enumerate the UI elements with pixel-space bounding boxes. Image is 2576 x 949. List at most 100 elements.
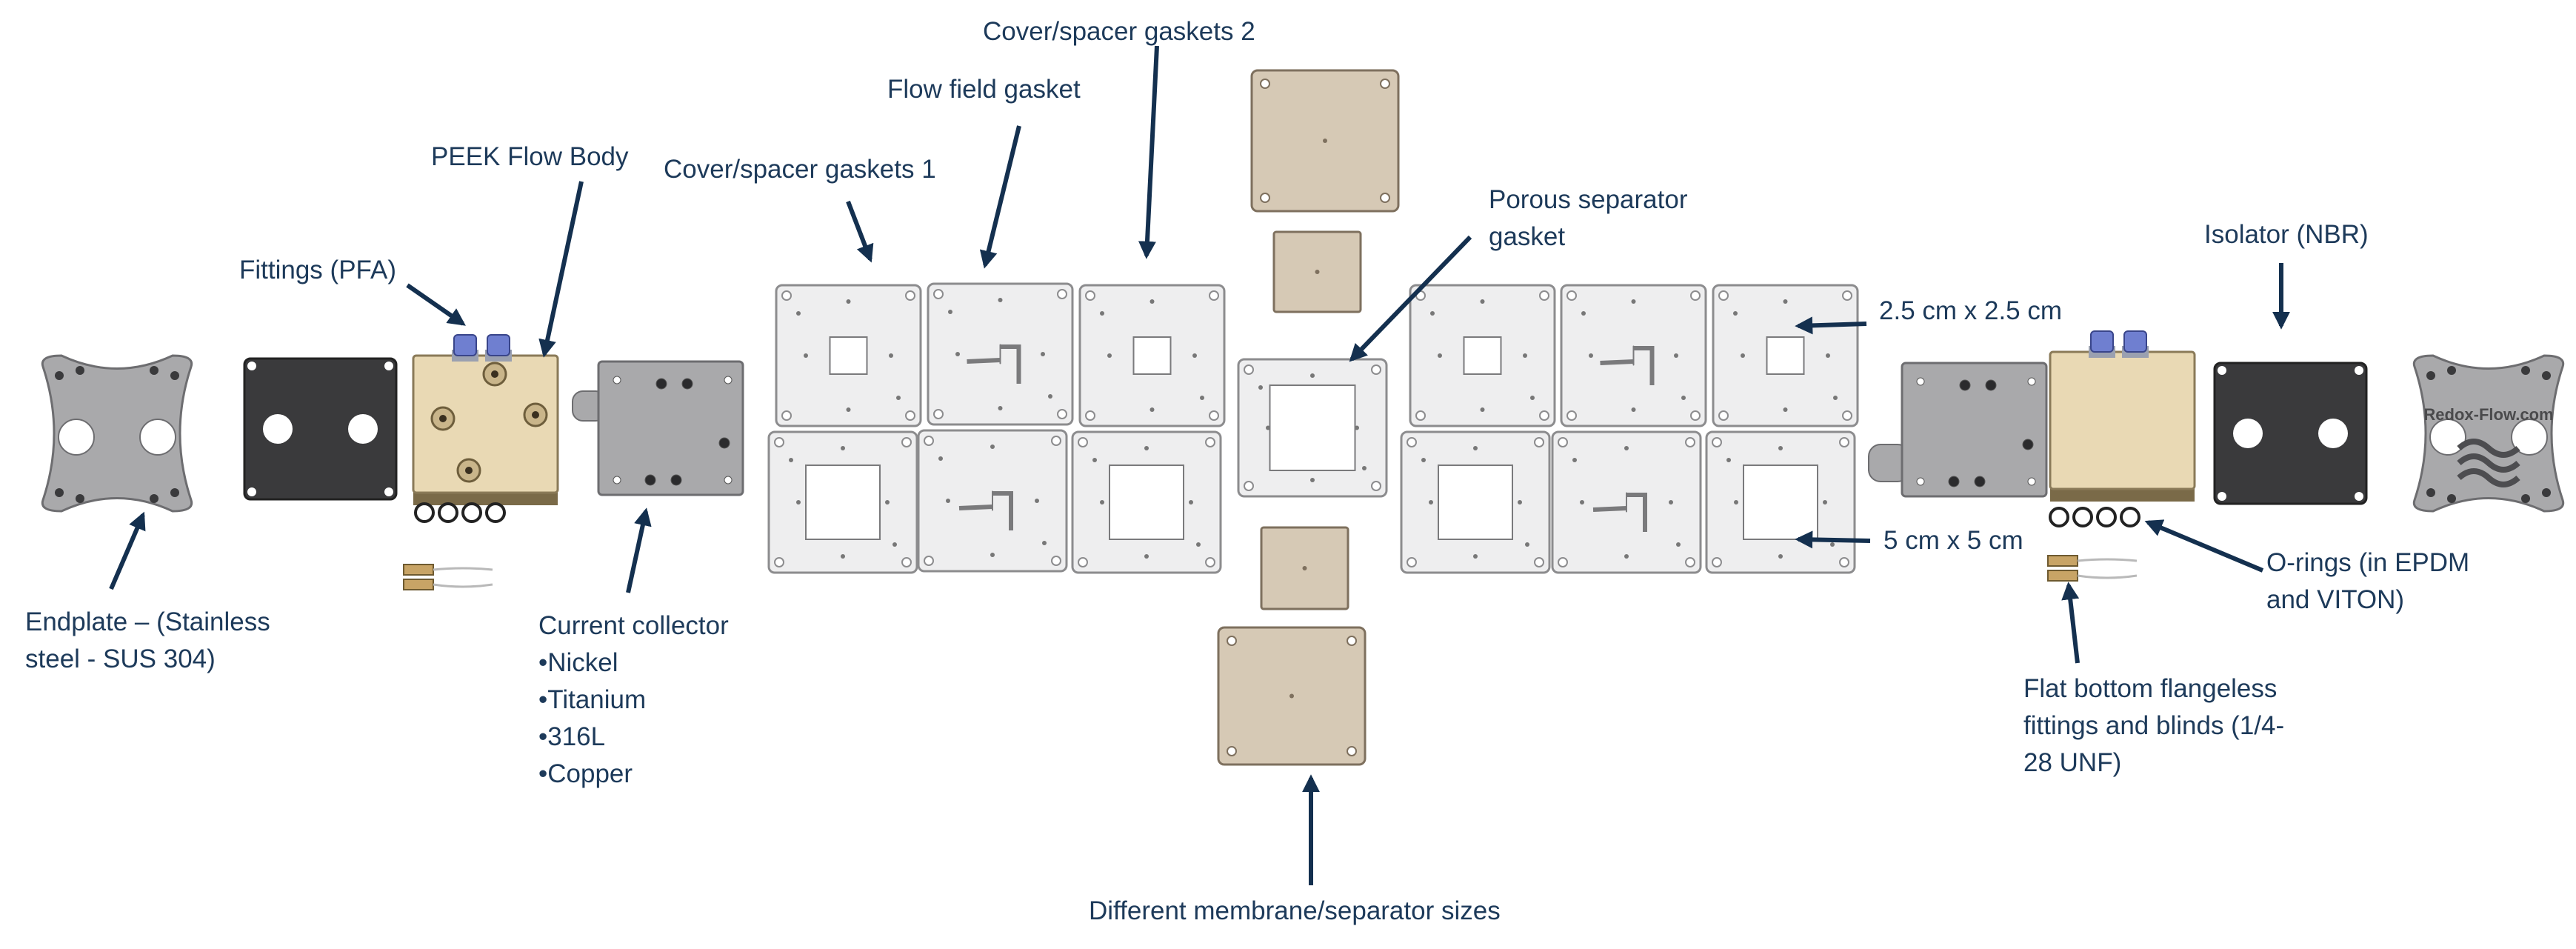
gasket-window (829, 336, 868, 375)
label-line: •Copper (538, 759, 633, 788)
peek-flow-body-icon (2049, 330, 2196, 502)
pin-hole-icon (1100, 500, 1104, 505)
hole-icon (901, 557, 912, 567)
label-line: Different membrane/separator sizes (1089, 896, 1501, 925)
pin-hole-icon (1144, 554, 1149, 559)
arrow-icon (2144, 519, 2264, 573)
hole-icon (247, 362, 256, 370)
hole-icon (1209, 290, 1219, 301)
pin-hole-icon (1624, 554, 1629, 559)
port-center (439, 415, 447, 422)
collector-hole-icon (1916, 377, 1925, 386)
pin-hole-icon (990, 444, 995, 449)
o-ring-icon (414, 502, 506, 523)
label-line: PEEK Flow Body (431, 142, 629, 171)
pin-hole-icon (841, 446, 845, 450)
label-line: Fittings (PFA) (239, 256, 396, 284)
label-line: Cover/spacer gaskets 2 (983, 17, 1255, 46)
pin-hole-icon (998, 298, 1003, 302)
bolt-hole-icon (76, 366, 84, 375)
o-ring-icon (2120, 507, 2140, 527)
fitting-icon (453, 334, 477, 356)
label-line: 2.5 cm x 2.5 cm (1879, 296, 2063, 325)
gasket-window (1463, 336, 1502, 375)
hole-icon (2355, 366, 2363, 375)
port-hole-icon (2429, 419, 2466, 456)
pin-hole-icon (841, 554, 845, 559)
bolt-hole-icon (2521, 366, 2530, 375)
channel (1000, 344, 1021, 384)
hole-icon (1347, 746, 1357, 756)
gasket-icon (1071, 430, 1222, 574)
pin-hole-icon (946, 499, 950, 503)
port-center (532, 411, 539, 419)
channel (967, 358, 1001, 364)
label-line: Current collector (538, 611, 729, 640)
flow-field-gasket-icon (917, 429, 1068, 573)
pin-hole-icon (948, 310, 952, 314)
o-ring-icon (2096, 507, 2117, 527)
o-ring-icon (2049, 507, 2140, 527)
label-peek-flow-body: PEEK Flow Body (431, 139, 629, 176)
label-line: 28 UNF) (2023, 748, 2122, 777)
pin-hole-icon (896, 396, 901, 400)
arrow-icon (538, 181, 584, 358)
bolt-hole-icon (55, 488, 64, 497)
gasket-window (1438, 464, 1513, 540)
collector-hole-icon (613, 476, 621, 485)
channel (1633, 346, 1655, 385)
pin-hole-icon (1480, 407, 1485, 412)
collector-hole-icon (613, 376, 621, 384)
hole-icon (1078, 557, 1088, 567)
hole-icon (1371, 481, 1381, 491)
pin-hole-icon (990, 553, 995, 557)
flow-field-gasket-icon (1560, 284, 1707, 427)
pin-hole-icon (1258, 385, 1263, 390)
pin-hole-icon (1589, 353, 1593, 358)
peek-flow-body-icon (412, 334, 559, 505)
tube (2077, 558, 2138, 562)
collector-body (1901, 362, 2048, 498)
label-membrane-sizes: Different membrane/separator sizes (1089, 893, 1501, 930)
pin-hole-icon (1733, 311, 1738, 316)
hole-icon (1690, 290, 1701, 301)
port-hole-icon (263, 414, 293, 444)
pin-hole-icon (1144, 446, 1149, 450)
hole-icon (1227, 746, 1237, 756)
hole-icon (1347, 636, 1357, 646)
flow-field-gasket-icon (927, 282, 1074, 426)
collector-hole-icon (2022, 439, 2034, 450)
membrane-icon (1260, 526, 1349, 610)
pin-hole-icon (1823, 500, 1827, 505)
hole-icon (924, 556, 934, 566)
hole-icon (1415, 410, 1426, 421)
bolt-hole-icon (2447, 494, 2456, 503)
pin-hole-icon (1826, 353, 1830, 358)
label-line: 5 cm x 5 cm (1883, 526, 2023, 555)
pin-hole-icon (1192, 353, 1197, 358)
hole-icon (1244, 481, 1254, 491)
peek-face (2049, 350, 2196, 490)
channel (1600, 359, 1634, 365)
pin-hole-icon (796, 500, 801, 505)
hole-icon (1371, 364, 1381, 375)
endplate-body (41, 354, 193, 513)
hole-icon (1685, 437, 1695, 447)
pin-hole-icon (1778, 446, 1783, 450)
gasket-icon (775, 284, 922, 427)
hole-icon (1085, 410, 1095, 421)
hole-icon (1690, 410, 1701, 421)
port-hole-icon (58, 419, 95, 456)
hole-icon (1407, 557, 1417, 567)
collector-hole-icon (655, 378, 667, 390)
hole-icon (781, 290, 792, 301)
pin-hole-icon (1473, 446, 1478, 450)
isolator-plate-icon (2213, 362, 2368, 505)
wave-logo-icon (2457, 439, 2520, 458)
pin-hole-icon (998, 406, 1003, 410)
bolt-hole-icon (170, 371, 179, 380)
hole-icon (1227, 636, 1237, 646)
bolt-hole-icon (150, 494, 159, 503)
label-size-small: 2.5 cm x 2.5 cm (1879, 293, 2062, 330)
